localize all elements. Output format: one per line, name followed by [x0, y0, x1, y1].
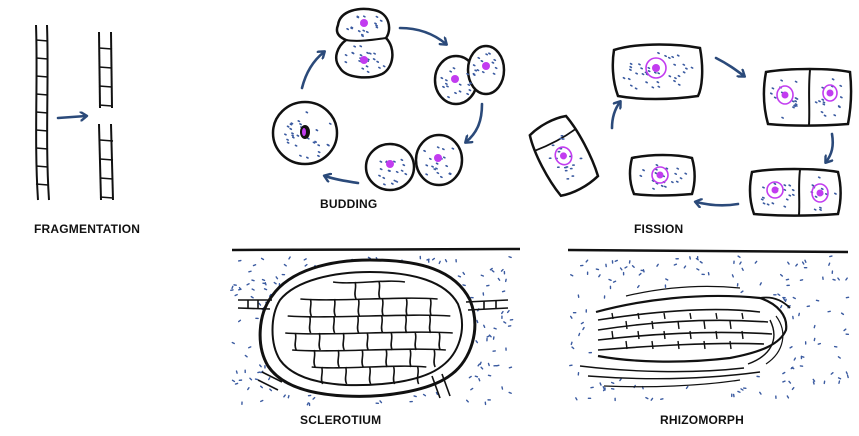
fission-cycle-arrows: [610, 56, 835, 205]
budding-cell-bottom: [364, 133, 464, 192]
budding-cycle-arrows: [300, 26, 484, 185]
label-budding: BUDDING: [320, 197, 378, 211]
budding-illustration: [271, 7, 506, 192]
rhizomorph-substrate-dots: [569, 255, 850, 402]
sclerotium-illustration: [230, 247, 521, 407]
fragmentation-illustration: [35, 24, 114, 201]
fission-cell-large: [611, 43, 704, 101]
budding-cell-right: [433, 44, 506, 106]
budding-cell-single: [271, 100, 339, 166]
rhizomorph-illustration: [567, 248, 850, 402]
label-fission: FISSION: [634, 222, 684, 236]
fragmented-hypha-bottom: [98, 123, 114, 201]
rhizomorph-surface-line: [567, 248, 849, 254]
fragmentation-arrow: [56, 116, 86, 118]
fission-cell-tilted: [528, 114, 600, 198]
rhizomorph-body: [579, 285, 791, 388]
label-fragmentation: FRAGMENTATION: [34, 222, 141, 236]
label-rhizomorph: RHIZOMORPH: [660, 413, 744, 427]
label-sclerotium: SCLEROTIUM: [300, 413, 382, 427]
fragmented-hypha-top: [98, 31, 113, 109]
intact-hypha: [35, 24, 50, 201]
sclerotium-body: [258, 258, 477, 398]
fission-cell-small: [628, 153, 696, 197]
sclerotium-surface-line: [231, 247, 521, 252]
fission-cell-dividing-bottom: [748, 167, 842, 217]
sclerotium-hyphae: [237, 299, 509, 399]
fission-cell-dividing-top: [762, 67, 853, 127]
budding-cell-top: [335, 7, 394, 79]
fission-illustration: [528, 43, 853, 217]
